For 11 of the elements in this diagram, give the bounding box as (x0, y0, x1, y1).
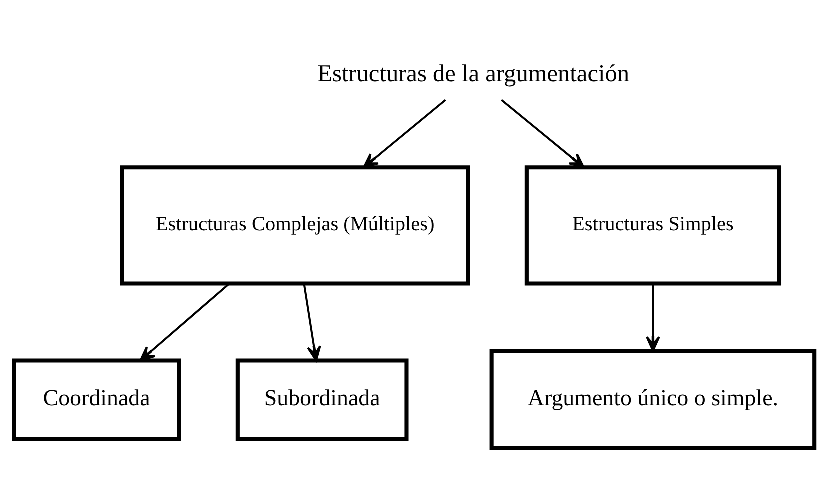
node-box: Coordinada (12, 358, 181, 441)
arrow (362, 98, 446, 168)
arrow (139, 282, 230, 362)
node-text: Estructuras de la argumentación (317, 60, 630, 88)
node-box: Argumento único o simple. (489, 348, 816, 450)
node-box: Estructuras Complejas (Múltiples) (120, 165, 470, 286)
arrow (646, 284, 660, 352)
arrow (500, 98, 584, 168)
arrow (302, 284, 321, 362)
node-box: Subordinada (235, 358, 408, 441)
node-box: Estructuras Simples (524, 165, 781, 286)
